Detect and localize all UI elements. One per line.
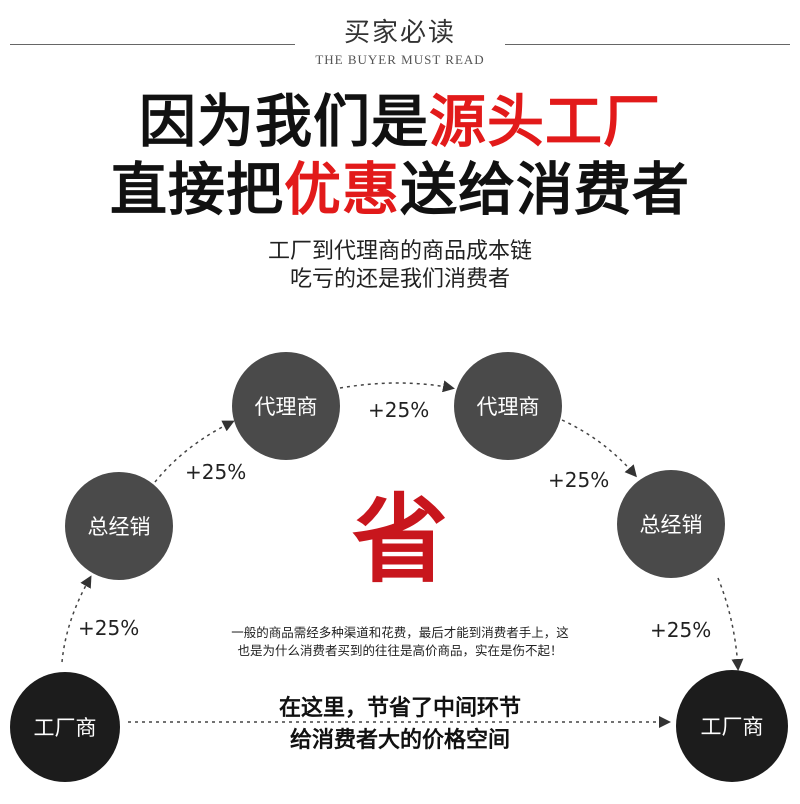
- headline-line-2: 直接把优惠送给消费者: [0, 158, 800, 222]
- note-line-1: 一般的商品需经多种渠道和花费，最后才能到消费者手上，这: [231, 625, 569, 640]
- arrow-distributor-to-agent: [154, 420, 235, 483]
- arrow-agent-to-agent: [339, 380, 455, 393]
- subtext-line-1: 工厂到代理商的商品成本链: [267, 239, 532, 264]
- markup-1: +25%: [78, 616, 140, 640]
- headline-1-black: 因为我们是: [139, 89, 429, 155]
- header-line-right: [505, 44, 790, 45]
- headline-2-black-b: 送给消费者: [400, 157, 690, 223]
- arrow-distributor-to-factory: [717, 577, 744, 671]
- node-factory-right: 工厂商: [676, 670, 788, 782]
- header-line-left: [10, 44, 295, 45]
- save-char-badge: 省: [345, 484, 455, 596]
- node-agent-left: 代理商: [232, 352, 340, 460]
- arrow-agent-to-distributor: [561, 419, 637, 478]
- subtext-line-2: 吃亏的还是我们消费者: [289, 267, 510, 292]
- node-distributor-right: 总经销: [617, 470, 725, 578]
- header-subtitle: THE BUYER MUST READ: [315, 52, 485, 67]
- headline-1-red: 源头工厂: [429, 89, 661, 155]
- headline-2-red: 优惠: [284, 157, 400, 223]
- note-line-2: 也是为什么消费者买到的往往是高价商品，实在是伤不起！: [237, 643, 563, 658]
- arrow-factory-to-distributor: [61, 575, 92, 663]
- headline-2-black-a: 直接把: [110, 157, 284, 223]
- header-title: 买家必读: [343, 18, 456, 48]
- bottom-line-2: 给消费者大的价格空间: [289, 728, 510, 753]
- node-distributor-left: 总经销: [65, 472, 173, 580]
- markup-5: +25%: [650, 618, 712, 642]
- bottom-line-1: 在这里，节省了中间环节: [278, 696, 521, 721]
- save-char: 省: [352, 487, 448, 587]
- node-factory-left: 工厂商: [10, 672, 120, 782]
- markup-2: +25%: [185, 460, 247, 484]
- headline-line-1: 因为我们是源头工厂: [0, 90, 800, 154]
- markup-3: +25%: [368, 398, 430, 422]
- node-agent-right: 代理商: [454, 352, 562, 460]
- markup-4: +25%: [548, 468, 610, 492]
